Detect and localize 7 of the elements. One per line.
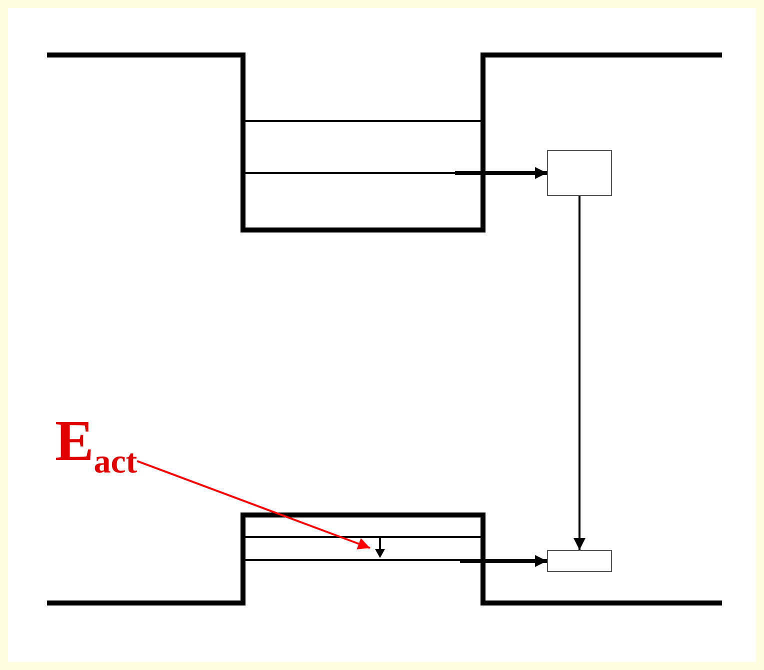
arrow <box>574 196 586 550</box>
energy-label: E$_{act}$ <box>55 412 138 480</box>
arrow <box>455 167 547 179</box>
level-box <box>547 150 612 196</box>
level-box <box>547 550 612 572</box>
leader-line <box>136 460 370 550</box>
arrow <box>460 555 547 567</box>
